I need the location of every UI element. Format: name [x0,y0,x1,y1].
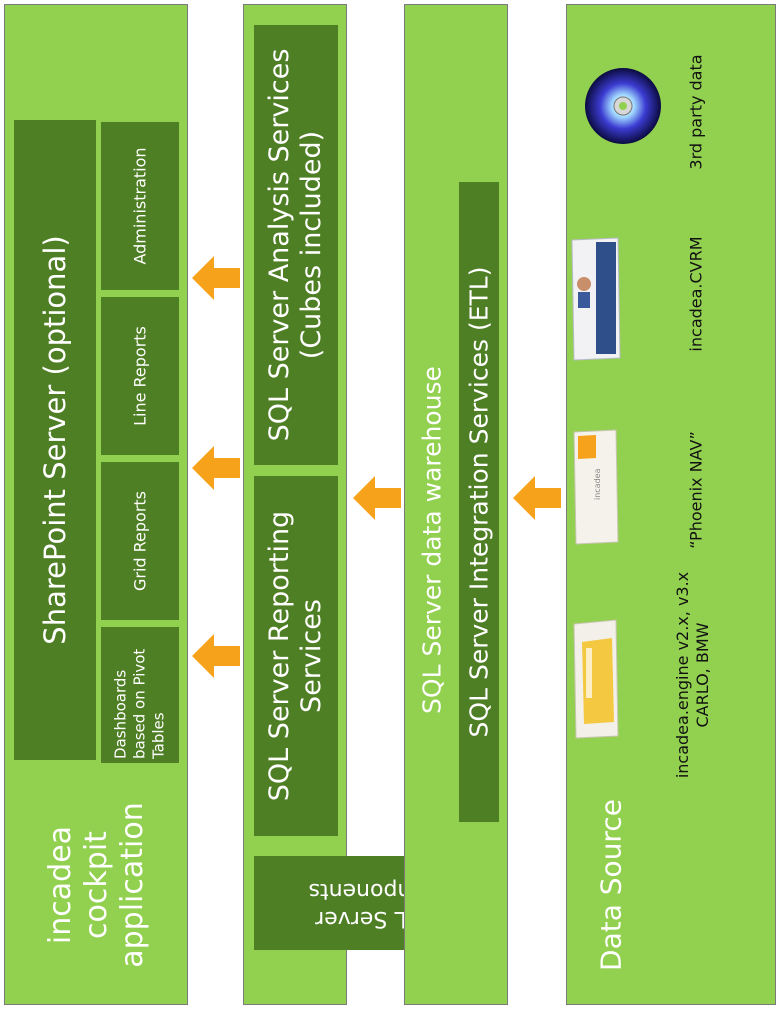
source-item-cvrm: incadea.CVRM [676,204,716,384]
module-line-reports: Line Reports [101,297,179,455]
source-item-phoenix-label: “Phoenix NAV” [686,431,706,549]
etl-box: SQL Server Integration Services (ETL) [459,182,499,822]
source-item-cvrm-label: incadea.CVRM [686,236,706,352]
module-grid-reports: Grid Reports [101,462,179,620]
reporting-services-label: SQL Server Reporting Services [264,510,327,802]
data-source-label: Data Source [594,799,628,971]
arrow-left-icon [513,476,561,520]
etl-label: SQL Server Integration Services (ETL) [464,266,494,738]
cockpit-label-box: incadea cockpit application [27,771,167,999]
module-grid-reports-label: Grid Reports [130,490,150,592]
analysis-services-box: SQL Server Analysis Services (Cubes incl… [254,25,338,465]
data-warehouse-label-box: SQL Server data warehouse [412,260,452,820]
data-warehouse-label: SQL Server data warehouse [417,366,447,714]
software-box-icon: incadea [573,429,619,545]
source-item-phoenix: “Phoenix NAV” [676,400,716,580]
sharepoint-box: SharePoint Server (optional) [14,120,96,760]
module-line-reports-label: Line Reports [130,326,150,426]
source-item-3rd-party: 3rd party data [676,22,716,202]
data-source-label-box: Data Source [591,775,631,995]
svg-text:incadea: incadea [593,468,602,500]
analysis-services-label: SQL Server Analysis Services (Cubes incl… [264,48,327,442]
software-box-icon [571,237,621,361]
arrow-left-icon [353,476,401,520]
arrow-left-icon [192,256,240,300]
source-item-3rd-party-label: 3rd party data [686,54,706,170]
arrow-left-icon [192,446,240,490]
arrow-left-icon [192,634,240,678]
cockpit-label: incadea cockpit application [43,802,150,968]
cd-disc-icon [585,68,661,144]
module-dashboards-label: Dashboards based on Pivot Tables [111,648,168,759]
module-dashboards: Dashboards based on Pivot Tables [101,627,179,763]
source-item-engine-label: incadea.engine v2.x, v3.x CARLO, BMW [673,571,712,779]
module-administration: Administration [101,122,179,290]
sharepoint-label: SharePoint Server (optional) [38,235,72,645]
reporting-services-box: SQL Server Reporting Services [254,476,338,836]
software-box-icon [573,619,619,739]
source-item-engine: incadea.engine v2.x, v3.x CARLO, BMW [628,560,758,790]
module-administration-label: Administration [130,147,150,265]
